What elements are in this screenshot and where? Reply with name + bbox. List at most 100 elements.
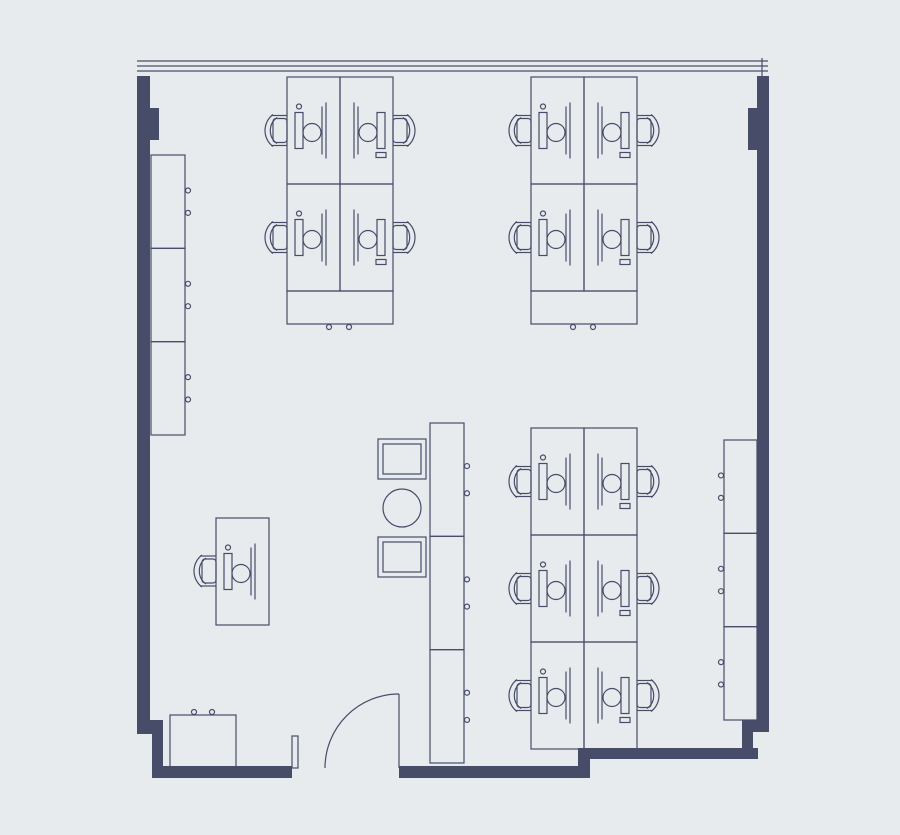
- phone: [375, 151, 387, 159]
- chair-back-inner: [269, 117, 278, 144]
- door: [291, 693, 400, 769]
- chair-back-inner: [402, 117, 411, 144]
- cabinet-handle: [717, 472, 725, 479]
- chair-seat: [272, 224, 288, 251]
- phone: [375, 258, 387, 266]
- workstation-cluster: [264, 76, 416, 331]
- wall-right-top: [757, 76, 769, 108]
- cup-circle: [602, 122, 622, 143]
- cup-circle: [358, 122, 378, 143]
- cup-circle: [546, 473, 566, 494]
- chair-back-inner: [646, 575, 655, 602]
- chair: [636, 114, 660, 147]
- cup-circle: [302, 229, 322, 250]
- wall-left-top: [137, 76, 150, 108]
- chair-back-inner: [646, 682, 655, 709]
- cabinet-handle: [184, 187, 192, 194]
- chair-back: [650, 679, 660, 712]
- chair: [264, 114, 288, 147]
- wall-bottom-left: [152, 766, 292, 778]
- chair-back: [508, 572, 518, 605]
- cabinet-handle: [463, 490, 471, 497]
- chair-back-inner: [513, 682, 522, 709]
- storage-credenza: [286, 290, 394, 325]
- cabinet-handle: [717, 565, 725, 572]
- mouse: [539, 668, 547, 675]
- chair-back-inner: [513, 468, 522, 495]
- handle: [325, 323, 333, 331]
- door-jamb: [291, 735, 299, 769]
- chair-back: [406, 114, 416, 147]
- chair-back-inner: [269, 224, 278, 251]
- handle: [345, 323, 353, 331]
- phone: [619, 716, 631, 724]
- single-workstation: [193, 517, 270, 626]
- wall-right-notch: [748, 108, 769, 150]
- cabinet-handle: [184, 209, 192, 216]
- chair-back: [650, 221, 660, 254]
- lounge-chair-seat: [382, 443, 422, 475]
- chair-seat: [392, 224, 408, 251]
- cabinet: [429, 649, 465, 764]
- handle: [589, 323, 597, 331]
- storage-credenza: [530, 290, 638, 325]
- wall-right-bottom-notch: [742, 720, 769, 732]
- chair: [636, 221, 660, 254]
- chair-back: [264, 221, 274, 254]
- wall-bottom-far-right: [578, 748, 758, 759]
- wall-bottom-right: [399, 766, 589, 778]
- chair-back: [264, 114, 274, 147]
- wall-left-notch: [137, 108, 159, 140]
- chair-back: [508, 221, 518, 254]
- cabinet-handle: [463, 462, 471, 470]
- mouse: [539, 210, 547, 217]
- chair-seat: [392, 117, 408, 144]
- chair-seat: [272, 117, 288, 144]
- cabinet-handle: [463, 689, 471, 696]
- chair-back-inner: [646, 224, 655, 251]
- chair-back: [193, 554, 203, 588]
- chair-back: [508, 465, 518, 498]
- furniture-layer: [150, 76, 758, 769]
- handle: [190, 708, 198, 716]
- chair-back: [406, 221, 416, 254]
- cabinet-handle: [184, 396, 192, 403]
- chair-seat: [516, 117, 532, 144]
- handle: [208, 708, 216, 716]
- chair-seat: [636, 682, 652, 709]
- wall-right-foot: [742, 720, 753, 758]
- lounge-chair: [377, 536, 427, 578]
- lounge-chair: [377, 438, 427, 480]
- cup-circle: [602, 687, 622, 708]
- chair: [508, 221, 532, 254]
- cup-circle: [546, 229, 566, 250]
- chair-back-inner: [513, 575, 522, 602]
- workstation-cluster: [508, 76, 660, 331]
- chair-seat: [636, 224, 652, 251]
- phone: [619, 151, 631, 159]
- cabinet-handle: [717, 588, 725, 595]
- chair-seat: [636, 468, 652, 495]
- cup-circle: [546, 122, 566, 143]
- cup-circle: [231, 563, 251, 584]
- storage-cabinets: [150, 154, 192, 436]
- chair-back: [650, 114, 660, 147]
- cabinet-handle: [717, 681, 725, 688]
- chair: [508, 679, 532, 712]
- phone: [619, 258, 631, 266]
- handle: [569, 323, 577, 331]
- mouse: [224, 544, 232, 551]
- chair-seat: [516, 468, 532, 495]
- cabinet-handle: [463, 716, 471, 724]
- wall-left: [137, 140, 150, 730]
- chair: [392, 114, 416, 147]
- workstation-cluster: [508, 427, 660, 750]
- storage-cabinets: [429, 422, 471, 764]
- chair: [508, 572, 532, 605]
- lounge-chair-seat: [382, 541, 422, 573]
- chair-back: [508, 114, 518, 147]
- chair-back: [650, 572, 660, 605]
- phone: [619, 502, 631, 510]
- cabinet: [150, 341, 186, 436]
